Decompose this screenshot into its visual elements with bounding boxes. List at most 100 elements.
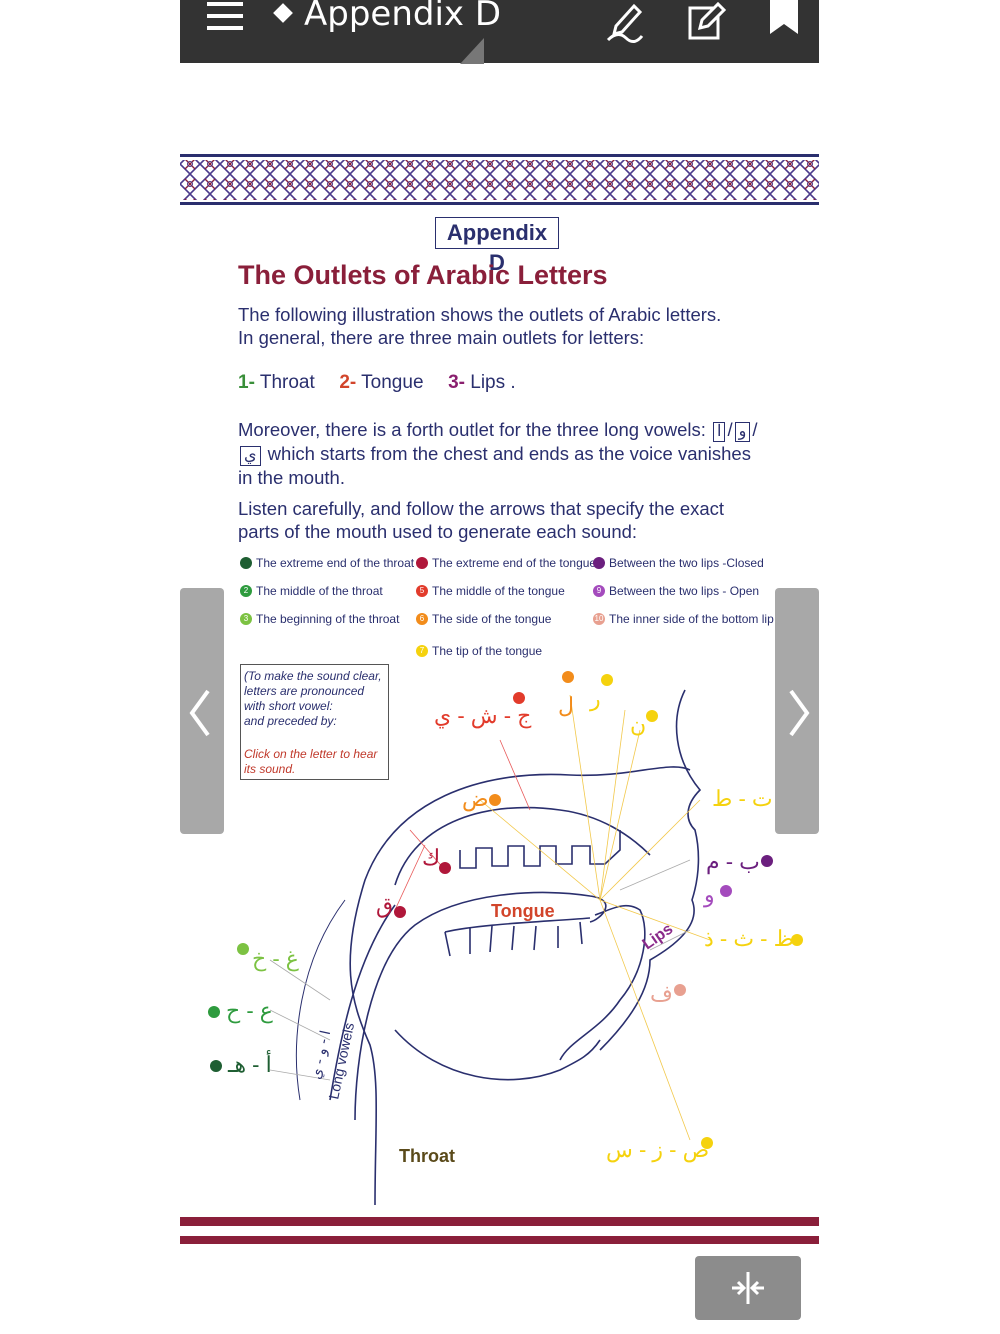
letter-jsh[interactable]: ج - ش - ي (434, 703, 532, 728)
vowel-box[interactable]: و (734, 422, 751, 442)
page-heading: The Outlets of Arabic Letters (238, 260, 608, 290)
legend-dot: 2 (240, 585, 252, 597)
pointer-lines (479, 694, 711, 1141)
throat-label: Throat (399, 1146, 455, 1166)
note-preceded: preceded by: (267, 714, 337, 728)
chevron-left-icon (189, 689, 210, 737)
letter-bm[interactable]: ب - م (706, 849, 760, 874)
letter-szs[interactable]: ص - ز - س (606, 1137, 710, 1162)
letter-lam[interactable]: ل (558, 693, 574, 718)
collapse-icon (732, 1272, 764, 1304)
letter-dad[interactable]: ض (462, 786, 489, 811)
note-box: (To make the sound clear, letters are pr… (240, 664, 389, 780)
legend-label: The side of the tongue (432, 612, 552, 626)
vowel-box[interactable]: ي (240, 446, 261, 466)
gum (444, 917, 591, 933)
legend-label: The beginning of the throat (256, 612, 400, 626)
outlet-num: 1- (238, 372, 255, 393)
outlet-label: Lips . (470, 372, 516, 393)
toolbar-title: Appendix D (270, 0, 501, 34)
note-and: and (244, 714, 265, 728)
intro-paragraph: The following illustration shows the out… (238, 303, 763, 349)
intro-line-1: The following illustration shows the out… (238, 304, 722, 325)
bottom-band-2 (180, 1236, 819, 1244)
letter-fa[interactable]: ف (650, 981, 673, 1006)
letter-qaf[interactable]: ق (376, 893, 394, 918)
edit-icon[interactable] (684, 0, 728, 44)
ornament-band (180, 154, 819, 205)
letter-kaf[interactable]: ك (422, 845, 441, 870)
legend-dot: 10 (593, 613, 605, 625)
legend-item: The extreme end of the throat (240, 556, 414, 570)
palate (394, 806, 651, 886)
legend-label: The inner side of the bottom lip (609, 612, 774, 626)
legend-item: 2 The middle of the throat (240, 584, 383, 598)
outlet-label: Tongue (361, 372, 424, 393)
page-title-box: Appendix D (435, 217, 559, 275)
lower-lip (559, 905, 646, 1061)
intro-line-2: In general, there are three main outlets… (238, 327, 645, 348)
page-curl-icon (460, 38, 484, 64)
outlets-list: 1- Throat 2- Tongue 3- Lips . (238, 372, 516, 394)
moreover-text: Moreover, there is a forth outlet for th… (238, 419, 706, 440)
bottom-band-1 (180, 1217, 819, 1226)
legend-item: The extreme end of the tongue (416, 556, 596, 570)
legend-dot: 5 (416, 585, 428, 597)
pointer-lines-grey (269, 859, 691, 1081)
legend-dot: 3 (240, 613, 252, 625)
legend-item: 6 The side of the tongue (416, 612, 551, 626)
pointer-lines-red (394, 739, 531, 911)
legend-item: 10 The inner side of the bottom lip (593, 612, 774, 626)
legend-label: The extreme end of the throat (256, 556, 415, 570)
legend-label: The extreme end of the tongue (432, 556, 597, 570)
legend-dot: 9 (593, 585, 605, 597)
moreover-cont: which starts from the chest and ends as … (238, 443, 751, 488)
throat-wall (329, 904, 396, 1101)
chevron-right-icon (789, 689, 810, 737)
legend-label: Between the two lips -Closed (609, 556, 764, 570)
menu-icon[interactable] (207, 2, 245, 34)
legend-item: 5 The middle of the tongue (416, 584, 565, 598)
legend-item: Between the two lips -Closed (593, 556, 764, 570)
letter-ah[interactable]: ع - ح (226, 998, 273, 1023)
collapse-button[interactable] (695, 1256, 801, 1320)
moreover-paragraph: Moreover, there is a forth outlet for th… (238, 419, 758, 488)
legend-item: 3 The beginning of the throat (240, 612, 399, 626)
prev-page-button[interactable] (180, 588, 224, 834)
pen-icon[interactable] (604, 0, 648, 44)
note-click: Click on the letter to hear its sound. (244, 747, 378, 776)
face-profile (599, 689, 702, 1051)
legend-dot (593, 557, 605, 569)
tongue-outline (354, 891, 607, 1121)
vowel-box[interactable]: ا (713, 422, 726, 442)
next-page-button[interactable] (775, 588, 819, 834)
legend-label: The middle of the tongue (432, 584, 565, 598)
upper-teeth (459, 830, 621, 869)
letter-noon[interactable]: ن (630, 712, 647, 737)
diamond-icon (273, 2, 293, 23)
vowel-tube (296, 899, 346, 1101)
jaw (394, 1029, 601, 1081)
outlet-num: 2- (339, 372, 357, 393)
bookmark-icon[interactable] (762, 0, 806, 44)
legend-label: Between the two lips - Open (609, 584, 760, 598)
letter-gkh[interactable]: غ - خ (252, 946, 299, 971)
mouth-diagram: Tongue Throat Lips Long vowels ا - و - ي (208, 671, 803, 1206)
legend-item: 9 Between the two lips - Open (593, 584, 759, 598)
lower-teeth (444, 921, 583, 957)
letter-hh[interactable]: أ - هـ (228, 1052, 272, 1077)
letter-ra[interactable]: ر (590, 686, 601, 711)
legend: The extreme end of the throat 2 The middle… (240, 556, 774, 666)
legend-dot (240, 557, 252, 569)
listen-paragraph: Listen carefully, and follow the arrows … (238, 498, 725, 542)
legend-dot: 6 (416, 613, 428, 625)
legend-label: The tip of the tongue (432, 644, 543, 658)
legend-dot (416, 557, 428, 569)
note-text: (To make the sound clear, letters are pr… (244, 669, 382, 713)
legend-label: The middle of the throat (256, 584, 383, 598)
letter-waw[interactable]: و (704, 882, 715, 907)
outlet-label: Throat (259, 372, 315, 393)
tongue-label: Tongue (491, 901, 555, 921)
letter-zth[interactable]: ظ - ث - ذ (704, 926, 794, 951)
